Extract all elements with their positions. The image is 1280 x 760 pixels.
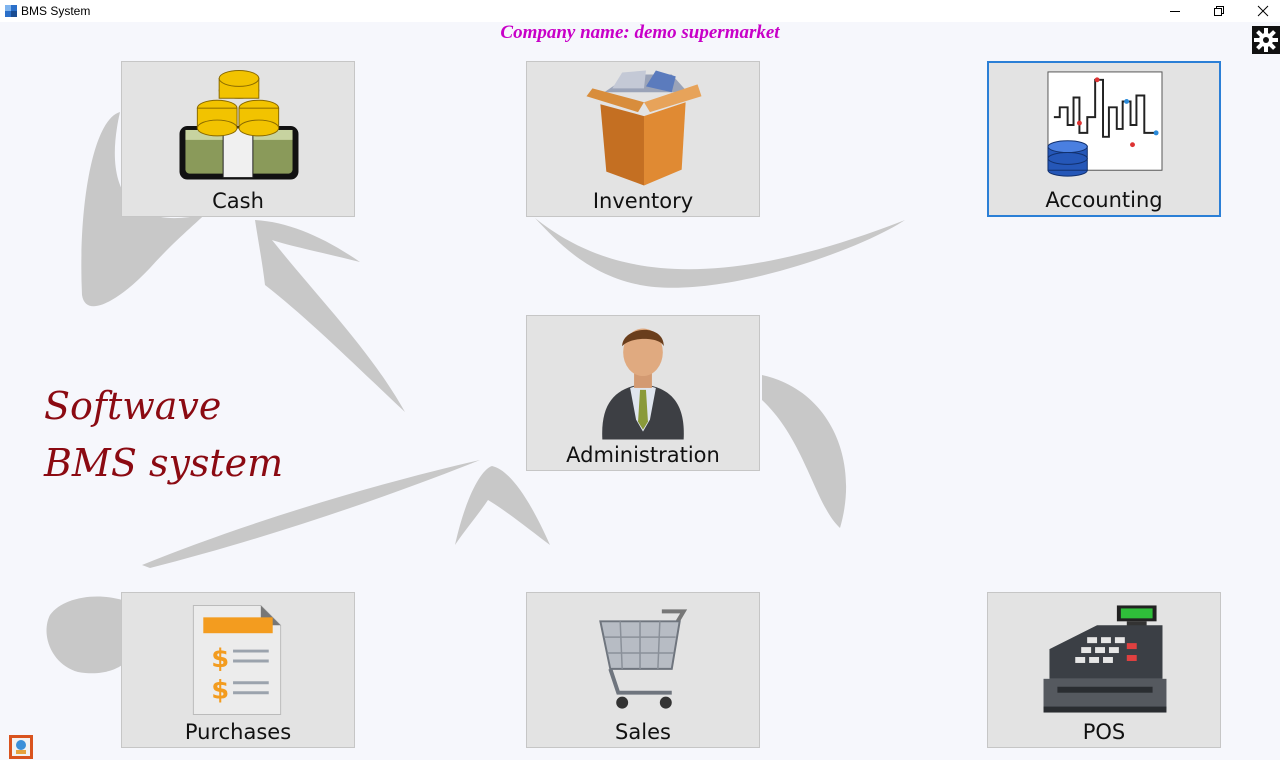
money-stack-icon [179, 69, 299, 180]
minimize-button[interactable] [1155, 0, 1195, 22]
company-name: Company name: demo supermarket [500, 22, 780, 43]
title-bar: BMS System [0, 0, 1280, 22]
accounting-chart-icon [1047, 71, 1163, 177]
app-icon [5, 5, 17, 17]
svg-text:$: $ [211, 676, 229, 706]
tile-label: Administration [566, 443, 720, 467]
tile-label: Purchases [184, 720, 292, 744]
close-icon [1257, 5, 1269, 17]
restore-icon [1214, 6, 1224, 16]
brand-line-2: BMS system [44, 441, 284, 485]
tile-label: Cash [212, 189, 264, 213]
minimize-icon [1170, 11, 1180, 12]
tile-label: POS [1082, 720, 1126, 744]
tile-pos[interactable]: POS [987, 592, 1221, 748]
tile-cash[interactable]: Cash [121, 61, 355, 217]
svg-text:$: $ [211, 644, 229, 674]
shopping-cart-icon [599, 609, 688, 709]
cash-register-icon [1043, 605, 1167, 713]
gear-icon[interactable] [1252, 26, 1280, 54]
window-title: BMS System [21, 4, 91, 18]
invoice-icon: $ $ [192, 604, 282, 716]
tile-purchases[interactable]: $ $ Purchases [121, 592, 355, 748]
restore-button[interactable] [1199, 0, 1239, 22]
brand-line-1: Softwave [44, 384, 222, 428]
tile-label: Sales [615, 720, 671, 744]
cardboard-box-icon [586, 70, 702, 186]
businessman-icon [602, 328, 684, 440]
tile-administration[interactable]: Administration [526, 315, 760, 471]
app-launcher-icon[interactable] [9, 735, 33, 759]
tile-inventory[interactable]: Inventory [526, 61, 760, 217]
brand-title: Softwave BMS system [44, 378, 283, 492]
tile-label: Inventory [592, 189, 694, 213]
tile-label: Accounting [1045, 188, 1163, 212]
tile-sales[interactable]: Sales [526, 592, 760, 748]
tile-accounting[interactable]: Accounting [987, 61, 1221, 217]
close-button[interactable] [1243, 0, 1280, 22]
